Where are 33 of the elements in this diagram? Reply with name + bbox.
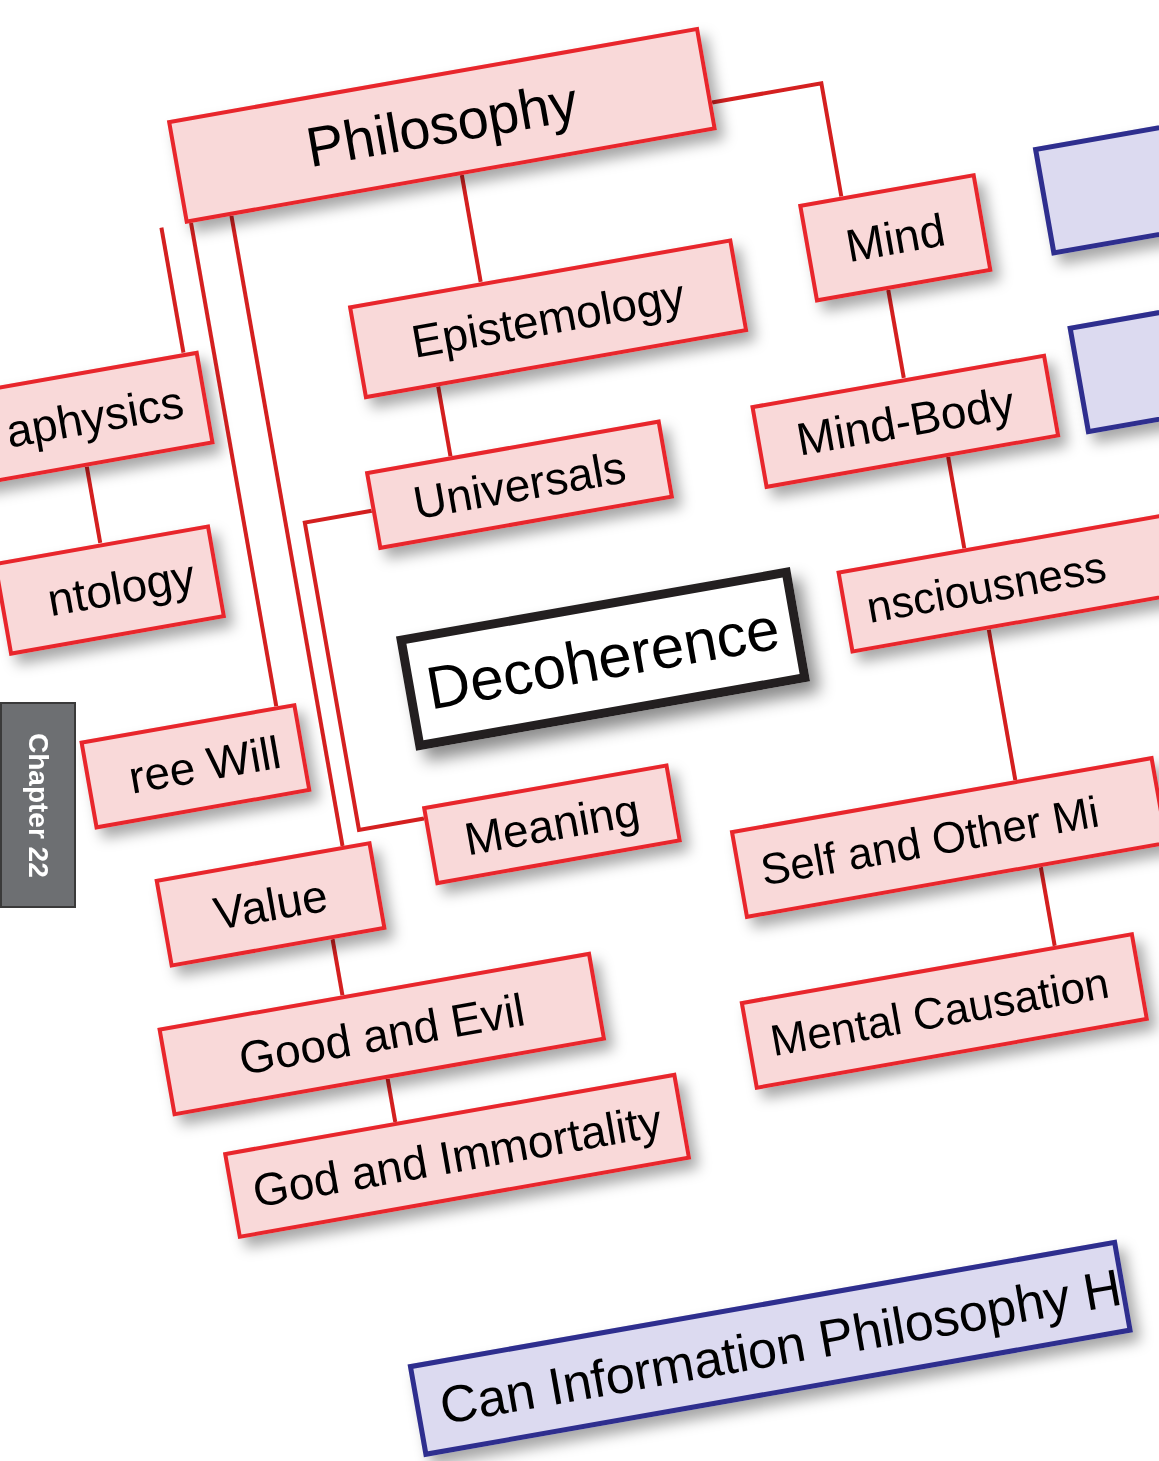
topic-label: God and Immortality — [249, 1097, 665, 1215]
topic-label: Chapter 22 — [24, 732, 52, 878]
connector-line — [1038, 866, 1057, 947]
connector-line — [330, 938, 345, 996]
topic-label: Value — [210, 871, 331, 937]
connector-line — [302, 508, 425, 833]
connector-line — [385, 1078, 398, 1123]
topic-box — [0, 523, 227, 656]
topic-label: Meaning — [461, 786, 643, 863]
topic-label: ntology — [44, 552, 199, 624]
connector-line — [711, 80, 844, 197]
chapter-tab — [0, 702, 76, 908]
topic-label: Mental Causation — [767, 960, 1113, 1064]
topic-label: ree Will — [125, 728, 285, 801]
connector-line — [886, 289, 906, 379]
connector-line — [946, 456, 967, 549]
connector-line — [459, 174, 483, 283]
topic-label: Mind — [842, 206, 949, 270]
connector-line — [229, 214, 345, 847]
topic-label: Can Information Philosophy H — [435, 1260, 1126, 1433]
topic-label: Philosophy — [302, 73, 582, 177]
topic-label: Decoherence — [422, 598, 784, 720]
topic-label: Mind-Body — [793, 379, 1018, 463]
topic-label: aphysics — [2, 378, 187, 455]
topic-label: Epistemology — [408, 271, 688, 365]
topic-label: Good and Evil — [235, 986, 529, 1082]
connector-line — [986, 629, 1018, 781]
topic-label: Universals — [409, 443, 630, 527]
topic-label: Self and Other Mi — [757, 789, 1103, 893]
connector-line — [436, 385, 453, 457]
topic-box — [79, 702, 312, 830]
topic-label: nsciousness — [863, 544, 1110, 630]
connector-line — [84, 465, 103, 544]
